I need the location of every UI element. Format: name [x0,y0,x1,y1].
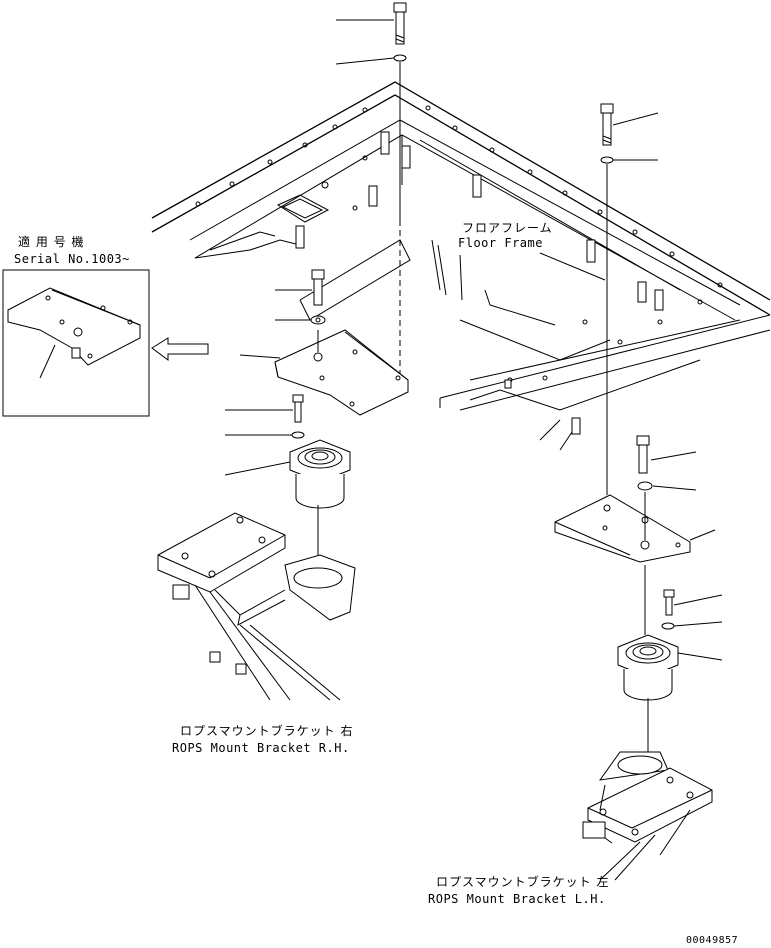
rops-rh-en-label: ROPS Mount Bracket R.H. [172,741,350,755]
serial-jp-label: 適 用 号 機 [18,234,84,249]
leader-lines [224,19,723,661]
bolt-top-rh [393,2,407,45]
bolt-top-lh [600,103,614,146]
washer-plate-rh [310,315,326,325]
pointer-arrow [151,337,209,361]
drawing-number: 00049857 [686,935,738,946]
frame-studs [295,131,664,311]
mount-plate-rh [274,329,409,416]
washer-small-lh [661,622,675,630]
mount-plate-lh [554,494,691,563]
washer-top-lh [600,156,614,164]
washer-top-rh [393,54,407,62]
frame-holes [195,105,723,383]
rops-lh-jp-label: ロプスマウントブラケット 左 [436,874,609,889]
serial-inset [2,269,150,417]
floor-frame [151,81,771,451]
washer-small-rh [291,431,305,439]
washer-plate-lh [637,481,653,491]
rops-lh-en-label: ROPS Mount Bracket L.H. [428,892,606,906]
serial-en-label: Serial No.1003~ [14,252,130,266]
bolt-small-lh [663,589,675,616]
bolt-plate-rh [311,269,325,306]
rops-rh-jp-label: ロプスマウントブラケット 右 [180,723,353,738]
rubber-mount-rh [289,439,351,509]
bolt-small-rh [292,394,304,423]
bolt-plate-lh [636,435,650,474]
floor-frame-jp-label: フロアフレーム [462,221,553,235]
floor-frame-en-label: Floor Frame [458,236,543,250]
rops-bracket-rh [157,512,356,701]
rubber-mount-lh [617,634,679,701]
rops-bracket-lh [582,751,713,881]
